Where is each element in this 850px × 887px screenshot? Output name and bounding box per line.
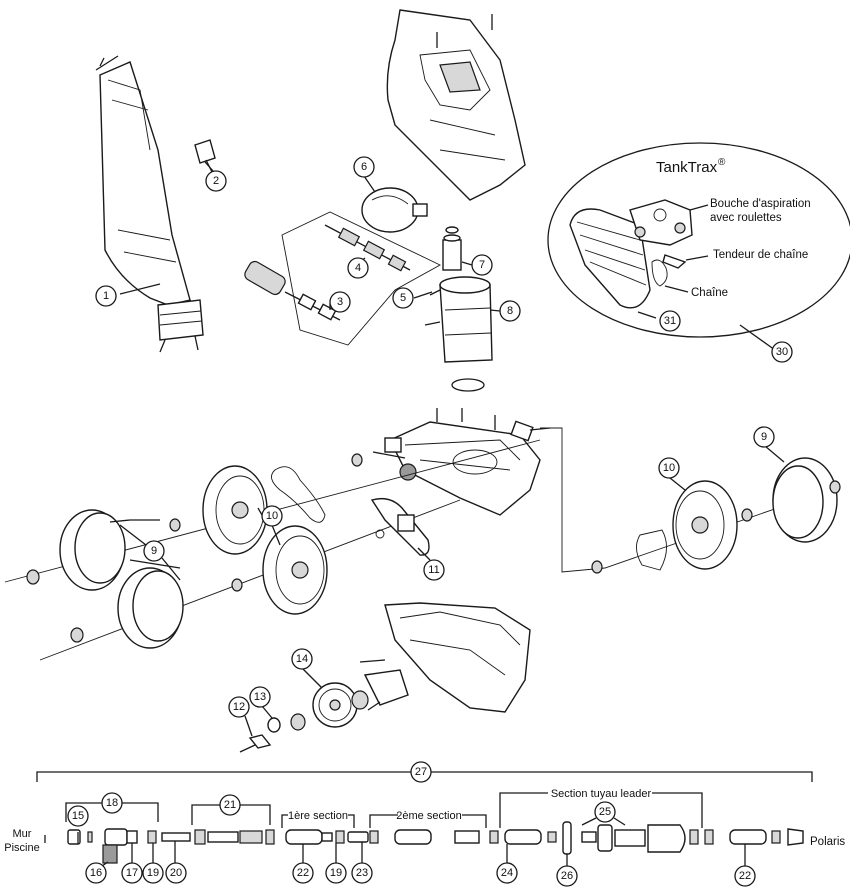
callout-13: 13 <box>254 691 266 703</box>
callout-17: 17 <box>126 867 138 879</box>
hose-section: 27 18 21 1ère section 2ème section Secti… <box>4 761 845 887</box>
label-bouche-line2: avec roulettes <box>710 212 782 224</box>
callout-16: 16 <box>90 867 102 879</box>
callout-10-left: 10 <box>266 510 278 522</box>
callout-19-left: 19 <box>147 867 159 879</box>
callout-10-right: 10 <box>663 462 675 474</box>
label-bouche-line1: Bouche d'aspiration <box>710 198 811 210</box>
callout-2: 2 <box>213 175 219 187</box>
callout-23: 23 <box>356 867 368 879</box>
callout-26: 26 <box>561 870 573 882</box>
callout-21: 21 <box>224 799 236 811</box>
label-chaine: Chaîne <box>691 287 728 299</box>
chassis <box>372 408 551 516</box>
right-wheels <box>591 457 841 574</box>
bottom-shell <box>239 602 531 753</box>
label-mur: Mur <box>13 828 32 840</box>
callout-1: 1 <box>103 290 109 302</box>
top-cover <box>386 9 526 201</box>
paddle <box>370 497 430 556</box>
callout-18: 18 <box>106 797 118 809</box>
label-leader-section: Section tuyau leader <box>551 788 652 800</box>
callout-24: 24 <box>501 867 513 879</box>
tanktrax-title: TankTrax <box>656 159 718 176</box>
tanktrax-labels: TankTrax ® Bouche d'aspiration avec roul… <box>656 157 811 299</box>
callout-31: 31 <box>664 315 676 327</box>
callout-9-right: 9 <box>761 431 767 443</box>
registered-mark: ® <box>718 157 726 168</box>
callout-14: 14 <box>296 653 308 665</box>
callout-25: 25 <box>599 806 611 818</box>
bag-clip <box>194 139 216 173</box>
label-first-section: 1ère section <box>288 810 348 822</box>
label-piscine: Piscine <box>4 842 39 854</box>
callout-22-left: 22 <box>297 867 309 879</box>
callout-5: 5 <box>400 292 406 304</box>
turbine-housing <box>424 226 493 392</box>
callout-9-left: 9 <box>151 545 157 557</box>
callout-11: 11 <box>428 564 439 576</box>
callout-3: 3 <box>337 296 343 308</box>
debris-bag <box>95 55 204 353</box>
tanktrax-inset <box>547 142 850 351</box>
callout-7: 7 <box>479 259 485 271</box>
callout-4: 4 <box>355 262 361 274</box>
callout-8: 8 <box>507 305 513 317</box>
left-wheels <box>26 453 363 649</box>
float <box>361 187 428 233</box>
callout-12: 12 <box>233 701 245 713</box>
callout-20: 20 <box>170 867 182 879</box>
callout-6: 6 <box>361 161 367 173</box>
label-second-section: 2ème section <box>396 810 461 822</box>
callout-19-right: 19 <box>330 867 342 879</box>
callouts: 1 2 3 4 5 6 7 8 9 9 10 10 11 12 13 14 <box>95 156 793 737</box>
callout-30: 30 <box>776 346 788 358</box>
callout-27: 27 <box>415 766 427 778</box>
label-tendeur: Tendeur de chaîne <box>713 249 808 261</box>
callout-22-right: 22 <box>739 870 751 882</box>
callout-15: 15 <box>72 810 84 822</box>
label-polaris: Polaris <box>810 836 845 848</box>
shaft-assembly <box>244 211 441 346</box>
